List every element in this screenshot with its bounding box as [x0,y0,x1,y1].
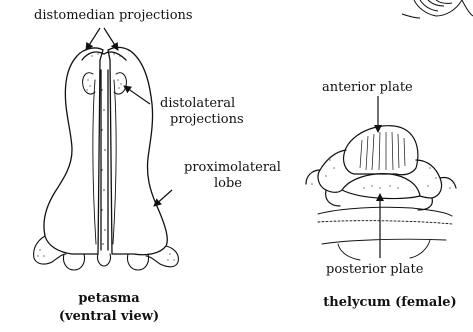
label-posterior-plate: posterior plate [326,262,423,278]
caption-petasma: petasma [54,290,164,307]
label-anterior-plate: anterior plate [322,80,413,96]
petasma-stippling [37,53,174,260]
petasma-left-half [44,48,103,254]
petasma-right-half [108,47,167,254]
label-proximolateral: proximolateral [184,160,281,176]
arrow-distolateral [124,86,150,104]
arrow-distomedian-right [104,28,118,50]
label-distomedian-projections: distomedian projections [34,8,193,24]
label-distolateral: distolateral [160,96,235,112]
label-distolateral-projections: projections [170,112,244,128]
arrow-proximolateral [154,190,172,206]
label-proximolateral-lobe: lobe [214,176,242,192]
arrow-distomedian-left [86,28,100,50]
posterior-plate [342,174,420,199]
caption-thelycum: thelycum (female) [310,294,470,311]
anterior-plate [344,126,418,175]
anterior-plate-hatching [360,132,405,170]
thelycum-arrows [378,96,380,258]
petasma-drawing [34,47,179,270]
caption-ventral-view: (ventral view) [44,308,174,325]
corner-sketch [402,0,473,18]
thelycum-drawing [306,126,456,260]
